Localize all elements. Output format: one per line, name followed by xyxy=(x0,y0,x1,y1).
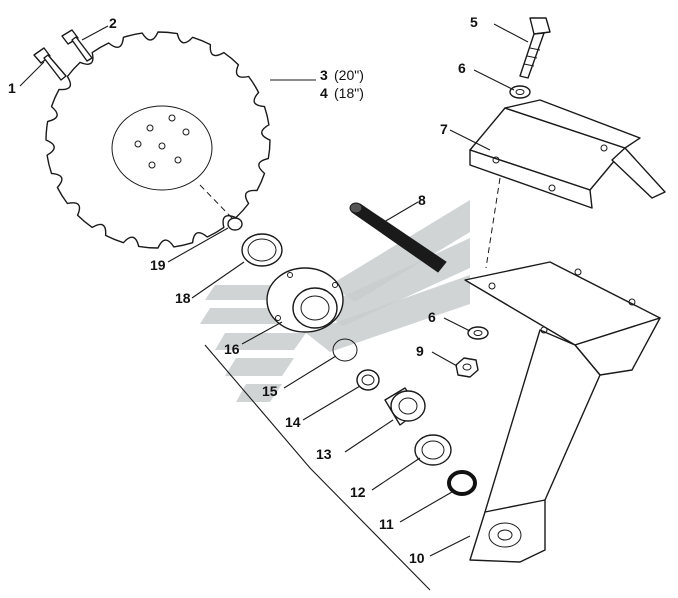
callout-labels: 1 2 3 (20") 4 (18") 5 6 7 8 6 9 10 11 12… xyxy=(8,14,478,566)
snap-ring-part-15 xyxy=(332,338,358,362)
alignment-line xyxy=(485,177,501,269)
callout-9: 9 xyxy=(416,343,424,359)
callout-4-note: (18") xyxy=(334,85,364,101)
mounting-bracket-part-7 xyxy=(469,99,666,209)
bolt-part-5 xyxy=(519,17,551,79)
washer-part-6-lower xyxy=(467,326,489,340)
bolt-part-1 xyxy=(33,47,67,81)
hub-part-16 xyxy=(266,267,344,333)
callout-12: 12 xyxy=(350,484,366,500)
scraper-arm-part-10 xyxy=(464,261,661,563)
callout-18: 18 xyxy=(175,290,191,306)
spacer-part-14 xyxy=(356,369,380,391)
bolt-part-2 xyxy=(61,29,93,62)
callout-6-lower: 6 xyxy=(428,309,436,325)
grease-fitting-part-19 xyxy=(227,217,243,231)
callout-2: 2 xyxy=(109,15,117,31)
callout-8: 8 xyxy=(418,192,426,208)
bearing-part-13 xyxy=(384,387,426,426)
callout-16: 16 xyxy=(224,341,240,357)
washer-part-6-top xyxy=(509,85,531,99)
callout-5: 5 xyxy=(470,14,478,30)
seal-part-12 xyxy=(414,434,452,466)
nut-part-9 xyxy=(455,357,479,378)
callout-14: 14 xyxy=(285,414,301,430)
callout-15: 15 xyxy=(262,383,278,399)
callout-3-note: (20") xyxy=(334,67,364,83)
seal-part-18 xyxy=(241,233,283,267)
hub-axis-line xyxy=(199,184,233,219)
callout-13: 13 xyxy=(316,446,332,462)
o-ring-part-11 xyxy=(447,470,477,496)
axle-pin-part-8 xyxy=(349,202,447,273)
callout-7: 7 xyxy=(440,121,448,137)
callout-3: 3 xyxy=(320,67,328,83)
callout-11: 11 xyxy=(379,516,394,532)
assembly-bracket-line xyxy=(204,344,431,591)
leader-lines xyxy=(19,23,529,557)
callout-10: 10 xyxy=(409,550,425,566)
notched-disc-blade xyxy=(45,31,271,249)
callout-4: 4 xyxy=(320,85,328,101)
callout-6-top: 6 xyxy=(458,60,466,76)
callout-1: 1 xyxy=(8,80,16,96)
callout-19: 19 xyxy=(150,257,166,273)
